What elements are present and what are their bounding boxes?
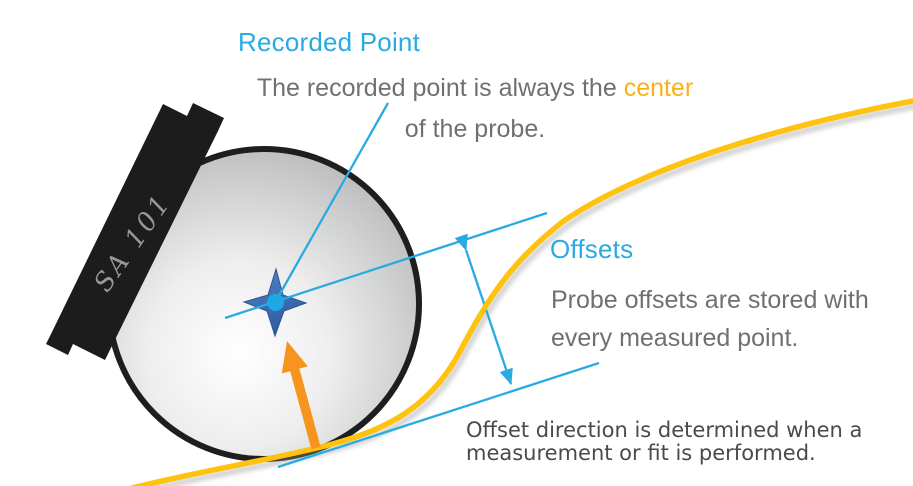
recorded-point-leader-line [275,102,390,300]
offset-dimension-arrow [454,233,513,386]
recorded-point-desc-line2: of the probe. [404,115,546,143]
offsets-description: Probe offsets are stored with every meas… [551,281,869,357]
center-point-dot [267,294,284,311]
offsets-desc-line1: Probe offsets are stored with [551,286,869,314]
measured-surface-curve [130,98,913,486]
probe-handle [46,103,224,360]
offsets-desc-line2: every measured point. [551,324,799,352]
recorded-point-desc-line1: The recorded point is always the center [185,68,765,109]
offset-direction-note-line2: measurement or fit is performed. [466,441,816,465]
recorded-point-description: The recorded point is always the center … [185,68,765,150]
recorded-point-desc-highlight: center [623,74,694,102]
surface-tangent-line [277,361,600,469]
offset-direction-note: Offset direction is determined when a me… [466,419,862,465]
recorded-point-desc-prefix: The recorded point is always the [256,74,624,102]
offset-direction-note-line1: Offset direction is determined when a [466,418,863,442]
recorded-point-title: Recorded Point [238,27,421,57]
contact-normal-arrow-icon [281,341,321,450]
offsets-title: Offsets [550,234,634,264]
